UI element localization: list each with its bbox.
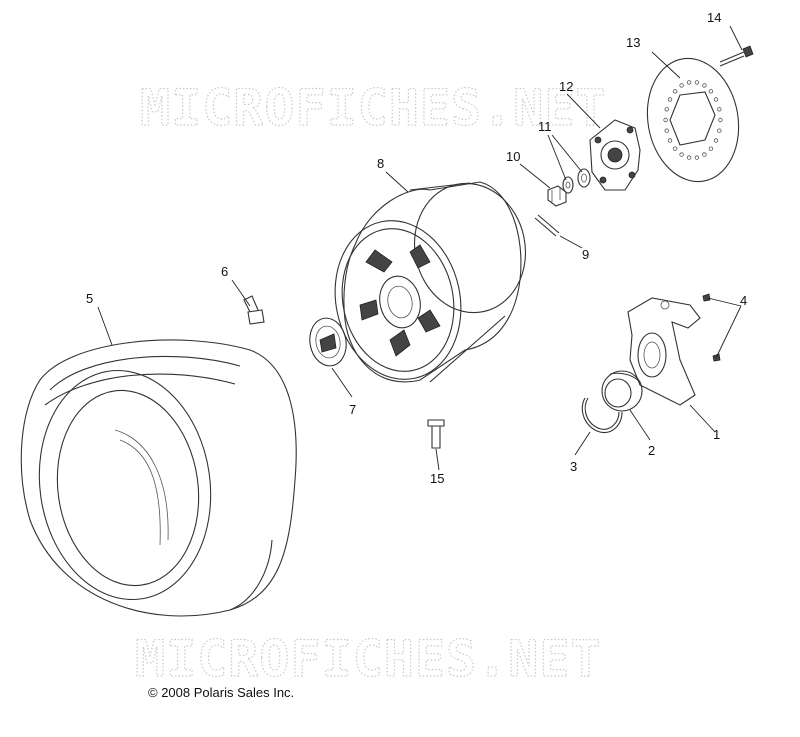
brake-bolt: [719, 45, 754, 67]
leader-lines: [97, 25, 743, 471]
callout-2: 2: [648, 443, 655, 458]
disc-hole: [718, 117, 723, 123]
disc-hole: [664, 107, 669, 112]
retaining-ring: [581, 397, 623, 434]
callout-10: 10: [506, 149, 520, 164]
disc-hole: [694, 80, 700, 85]
disc-hole: [686, 155, 692, 160]
callout-15: 15: [430, 471, 444, 486]
castle-nut: [547, 185, 567, 207]
callout-1: 1: [713, 427, 720, 442]
disc-hole: [672, 89, 678, 94]
watermark-bottom: MICROFICHES.NET: [135, 630, 602, 688]
callout-6: 6: [221, 264, 228, 279]
disc-hole: [663, 117, 668, 123]
callout-3: 3: [570, 459, 577, 474]
disc-hole: [713, 138, 719, 143]
disc-hole: [708, 89, 714, 94]
callout-11: 11: [538, 119, 552, 134]
disc-hole: [664, 128, 669, 133]
cotter-pin: [534, 214, 560, 237]
tire: [20, 339, 297, 617]
callout-7: 7: [349, 402, 356, 417]
callout-9: 9: [582, 247, 589, 262]
wheel-rim: [334, 181, 527, 383]
disc-hole: [708, 146, 714, 151]
disc-hole: [717, 128, 722, 133]
disc-hole: [713, 97, 719, 102]
copyright-notice: © 2008 Polaris Sales Inc.: [148, 685, 294, 700]
disc-hole: [667, 97, 673, 102]
callout-14: 14: [707, 10, 721, 25]
callout-5: 5: [86, 291, 93, 306]
callout-4: 4: [740, 293, 747, 308]
disc-hole: [702, 152, 707, 157]
disc-hole: [694, 155, 700, 160]
hub: [589, 119, 641, 191]
brake-disc: [646, 57, 740, 183]
disc-hole: [672, 146, 678, 151]
disc-hole: [679, 83, 684, 88]
disc-hole: [686, 80, 692, 85]
set-screws: [702, 293, 721, 362]
disc-hole: [702, 83, 707, 88]
callout-12: 12: [559, 79, 573, 94]
callout-8: 8: [377, 156, 384, 171]
watermark-top: MICROFICHES.NET: [140, 79, 607, 137]
disc-hole: [667, 138, 673, 143]
bearing-carrier: [627, 297, 701, 406]
disc-hole: [717, 107, 722, 112]
valve-stem: [243, 295, 265, 325]
callout-13: 13: [626, 35, 640, 50]
wheel-bearing: [601, 370, 643, 412]
center-cap: [309, 317, 347, 367]
wheel-stud: [427, 419, 445, 449]
washers: [562, 168, 591, 194]
disc-hole: [679, 152, 684, 157]
